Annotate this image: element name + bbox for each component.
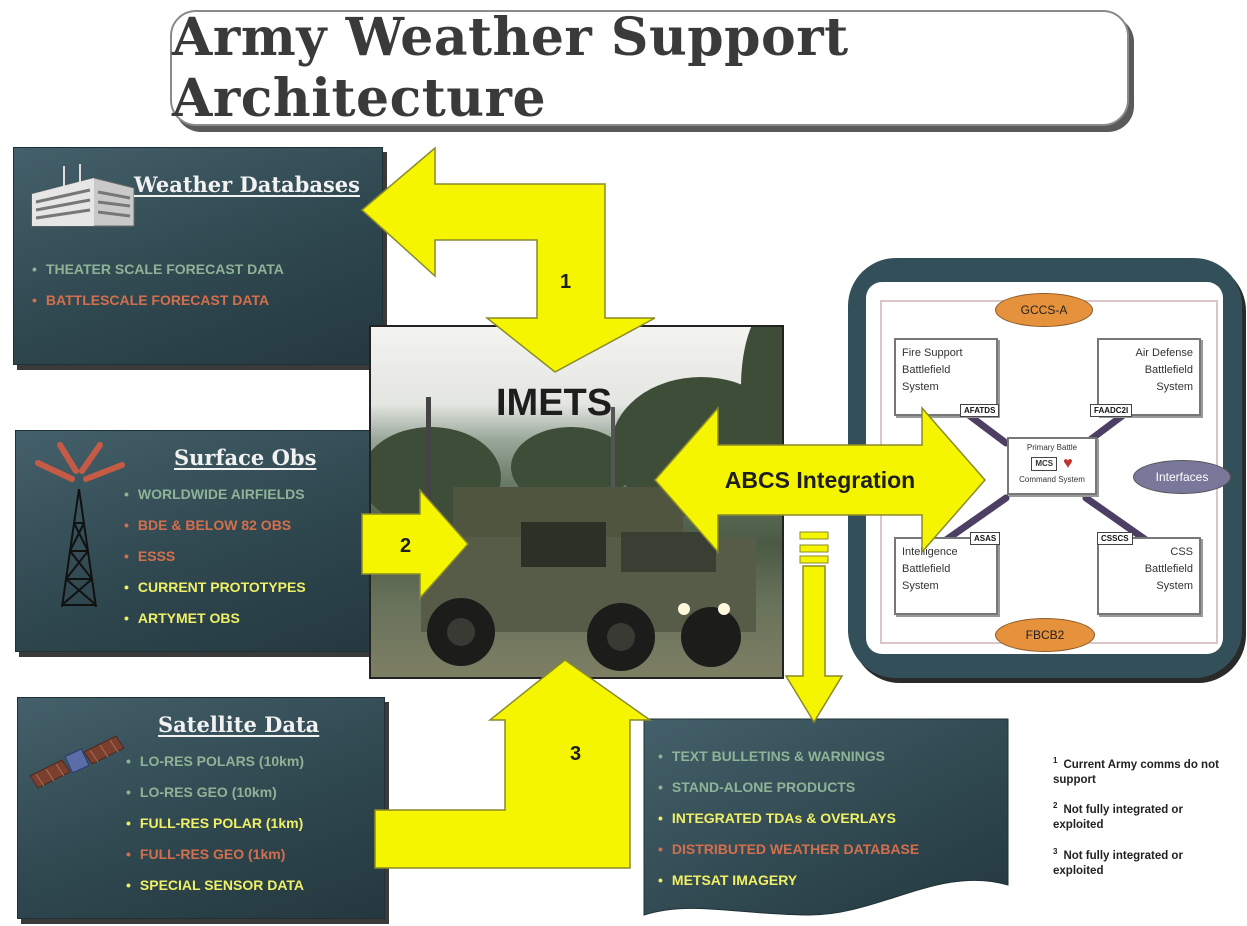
building-icon [31, 164, 135, 227]
mcs-tag: MCS [1031, 457, 1058, 471]
abcs-integration-arrow [654, 406, 986, 554]
csscs-tag: CSSCS [1097, 532, 1133, 545]
footnote-2-mark: 2 [1053, 801, 1058, 810]
satellite-data-list: LO-RES POLARS (10km) LO-RES GEO (10km) F… [126, 746, 304, 901]
list-item: LO-RES POLARS (10km) [126, 746, 304, 777]
css-line: CSS [1170, 546, 1193, 558]
dash-marker [799, 531, 829, 540]
vehicle-image [371, 327, 782, 671]
page-title: Army Weather Support Architecture [172, 7, 849, 129]
abcs-integration-label: ABCS Integration [725, 467, 915, 493]
footnote-2-text: Not fully integrated or exploited [1053, 803, 1183, 831]
imets-label: IMETS [496, 382, 613, 424]
list-item: METSAT IMAGERY [658, 865, 919, 896]
air-defense-line: Air Defense [1135, 347, 1193, 359]
fire-support-line: Battlefield [902, 364, 951, 376]
surface-obs-title: Surface Obs [174, 445, 317, 470]
list-item: STAND-ALONE PRODUCTS [658, 772, 919, 803]
gccs-a-oval: GCCS-A [995, 293, 1093, 327]
arrow-1 [360, 146, 656, 373]
satellite-data-panel: Satellite Data LO-RES POLARS (10km) LO-R… [17, 697, 385, 919]
list-item: ESSS [124, 541, 306, 572]
fire-support-line: Fire Support [902, 347, 963, 359]
arrow-1-label: 1 [560, 271, 571, 293]
satellite-icon [29, 735, 125, 789]
weather-databases-title: Weather Databases [134, 172, 360, 197]
arrow-3-label: 3 [570, 743, 581, 765]
list-item: DISTRIBUTED WEATHER DATABASE [658, 834, 919, 865]
faadc2i-tag: FAADC2I [1090, 404, 1133, 417]
arrow-3 [374, 659, 653, 869]
list-item: FULL-RES GEO (1km) [126, 839, 304, 870]
satellite-data-title: Satellite Data [158, 712, 320, 737]
css-line: Battlefield [1144, 563, 1193, 575]
arrow-2 [361, 488, 470, 600]
intelligence-line: System [902, 580, 939, 592]
list-item: ARTYMET OBS [124, 603, 306, 634]
list-item: LO-RES GEO (10km) [126, 777, 304, 808]
intelligence-line: Battlefield [902, 563, 951, 575]
list-item: INTEGRATED TDAs & OVERLAYS [658, 803, 919, 834]
outputs-down-arrow [784, 565, 844, 724]
intelligence-line: Intelligence [902, 546, 958, 558]
air-defense-system-box: Air Defense Battlefield System [1097, 338, 1201, 416]
list-item: CURRENT PROTOTYPES [124, 572, 306, 603]
dash-marker [799, 544, 829, 553]
primary-battle-command-box: Primary Battle MCS ♥ Command System [1007, 437, 1097, 495]
air-defense-line: Battlefield [1144, 364, 1193, 376]
footnote-1-mark: 1 [1053, 756, 1058, 765]
command-system-label: Command System [1019, 475, 1085, 484]
list-item: TEXT BULLETINS & WARNINGS [658, 741, 919, 772]
weather-databases-list: THEATER SCALE FORECAST DATA BATTLESCALE … [32, 254, 284, 316]
footnote-3-mark: 3 [1053, 847, 1058, 856]
css-line: System [1156, 580, 1193, 592]
outputs-list: TEXT BULLETINS & WARNINGS STAND-ALONE PR… [658, 741, 919, 896]
heart-icon: ♥ [1063, 455, 1073, 472]
fire-support-line: System [902, 381, 939, 393]
radio-tower-icon [35, 442, 125, 608]
arrow-2-label: 2 [400, 535, 411, 557]
surface-obs-list: WORLDWIDE AIRFIELDS BDE & BELOW 82 OBS E… [124, 479, 306, 634]
dash-marker [799, 555, 829, 564]
list-item: SPECIAL SENSOR DATA [126, 870, 304, 901]
weather-databases-panel: Weather Databases THEATER SCALE FORECAST… [13, 147, 383, 365]
asas-tag: ASAS [970, 532, 1001, 545]
list-item: BATTLESCALE FORECAST DATA [32, 285, 284, 316]
afatds-tag: AFATDS [960, 404, 1000, 417]
surface-obs-panel: Surface Obs WORLDWIDE AIRFIELDS BDE & BE… [15, 430, 383, 652]
intelligence-system-box: Intelligence Battlefield System [894, 537, 998, 615]
list-item: FULL-RES POLAR (1km) [126, 808, 304, 839]
fbcb2-oval: FBCB2 [995, 618, 1095, 652]
title-box: Army Weather Support Architecture [170, 7, 1129, 129]
primary-battle-label: Primary Battle [1026, 443, 1078, 452]
list-item: WORLDWIDE AIRFIELDS [124, 479, 306, 510]
css-system-box: CSS Battlefield System [1097, 537, 1201, 615]
interfaces-oval: Interfaces [1133, 460, 1231, 494]
footnote-3-text: Not fully integrated or exploited [1053, 849, 1183, 877]
list-item: BDE & BELOW 82 OBS [124, 510, 306, 541]
air-defense-line: System [1156, 381, 1193, 393]
fire-support-system-box: Fire Support Battlefield System [894, 338, 998, 416]
footnote-1-text: Current Army comms do not support [1053, 758, 1219, 786]
list-item: THEATER SCALE FORECAST DATA [32, 254, 284, 285]
